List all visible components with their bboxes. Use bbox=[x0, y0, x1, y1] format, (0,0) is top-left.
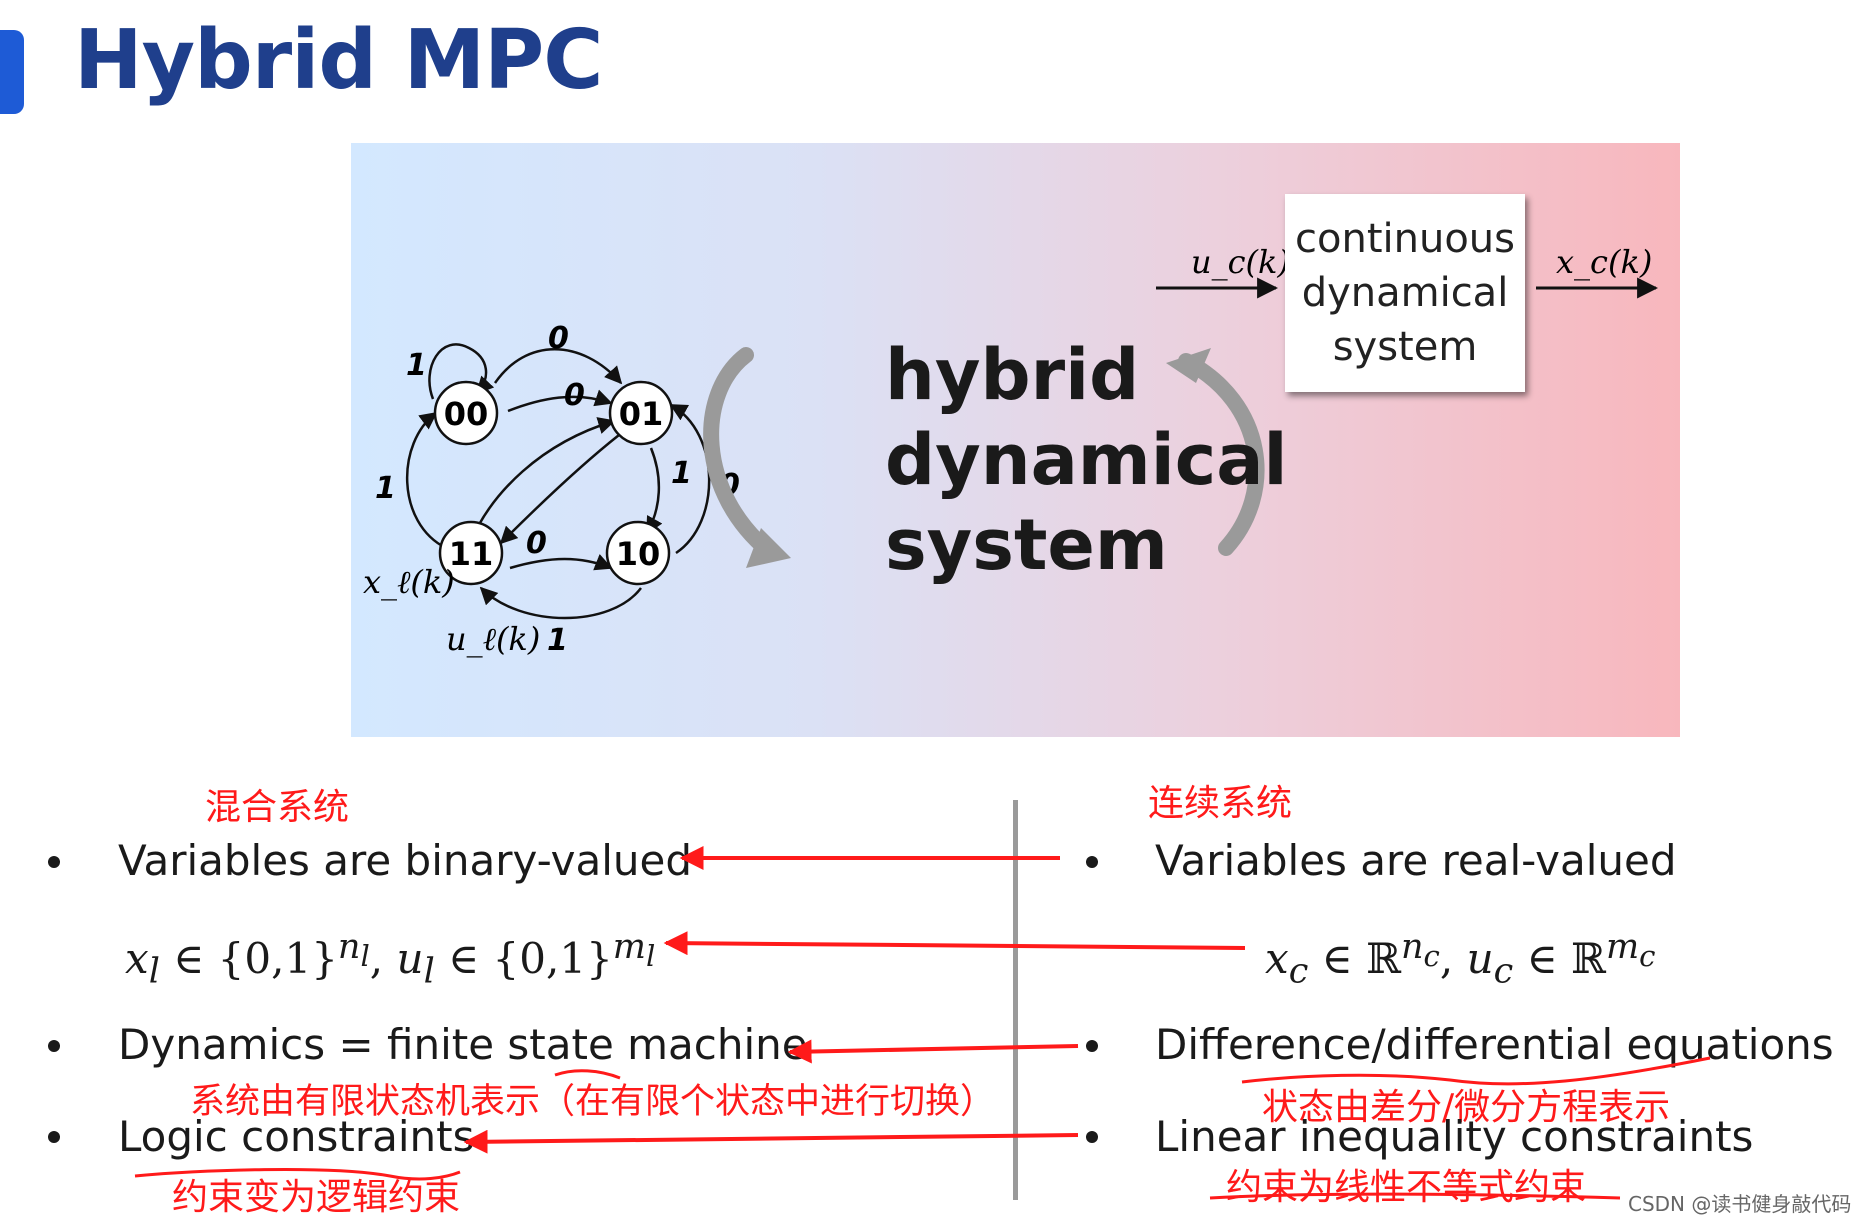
ul-input-label: u_ℓ(k) bbox=[446, 620, 540, 658]
fsm-edge-00-01-mid bbox=[507, 389, 613, 413]
left-bullet-binary-valued: Variables are binary-valued bbox=[118, 836, 693, 885]
fsm-edge-label: 0 bbox=[564, 378, 585, 413]
fsm-edge-01-11 bbox=[499, 434, 620, 545]
right-bullet-linear-inequality: Linear inequality constraints bbox=[1155, 1112, 1754, 1161]
svg-text:11: 11 bbox=[449, 535, 494, 573]
fsm-state-11: 11 bbox=[438, 520, 504, 586]
logic-constraints-annotation: 约束变为逻辑约束 bbox=[172, 1177, 461, 1218]
linear-inequality-annotation: 约束为线性不等式约束 bbox=[1226, 1167, 1587, 1208]
column-divider bbox=[1013, 800, 1018, 1200]
bullet-dot bbox=[1086, 1040, 1098, 1052]
fsm-state-01: 01 bbox=[608, 380, 674, 446]
bullet-dot bbox=[48, 1040, 60, 1052]
continuous-system-box: continuous dynamical system bbox=[1285, 194, 1525, 392]
fsm-edge-label: 0 bbox=[526, 526, 547, 561]
arrow-linear-to-logic bbox=[463, 1129, 1079, 1154]
xc-label: x_c(k) bbox=[1556, 243, 1652, 281]
fsm-edge-label: 1 bbox=[671, 456, 692, 491]
svg-text:00: 00 bbox=[444, 395, 489, 433]
continuous-system-annotation: 连续系统 bbox=[1148, 783, 1293, 824]
fsm-edge-11-00 bbox=[406, 411, 447, 550]
fsm-edge-00-01-top bbox=[493, 348, 623, 385]
bullet-dot bbox=[48, 1131, 60, 1143]
strike-linear-inequality-note bbox=[1209, 1192, 1621, 1200]
left-bullet-dynamics-fsm: Dynamics = finite state machine bbox=[118, 1020, 808, 1069]
difference-equations-annotation: 状态由差分/微分方程表示 bbox=[1262, 1087, 1671, 1128]
underline-difference-equations bbox=[1241, 1056, 1711, 1086]
bullet-dot bbox=[48, 856, 60, 868]
slide-title: Hybrid MPC bbox=[74, 13, 603, 108]
cycle-arrow-left-head bbox=[746, 528, 791, 568]
hybrid-label-line: hybrid bbox=[885, 334, 1140, 416]
arrow-difference-to-fsm bbox=[787, 1039, 1079, 1064]
csdn-watermark: CSDN @读书健身敲代码 bbox=[1628, 1192, 1851, 1216]
svg-text:01: 01 bbox=[619, 395, 664, 433]
fsm-edge-label: 1 bbox=[406, 348, 427, 383]
fsm-edge-11-10 bbox=[509, 554, 613, 571]
underline-fsm-note bbox=[554, 1069, 621, 1080]
right-bullet-difference-equations: Difference/differential equations bbox=[1155, 1020, 1834, 1069]
fsm-edge-self-00 bbox=[428, 343, 495, 400]
fsm-edge-10-11-bottom bbox=[479, 586, 642, 620]
cycle-arrow-right bbox=[1178, 353, 1265, 556]
fsm-edge-10-01-outer bbox=[669, 403, 711, 555]
svg-text:10: 10 bbox=[616, 535, 661, 573]
cycle-arrow-left bbox=[703, 347, 779, 561]
fsm-state-10: 10 bbox=[605, 520, 671, 586]
fsm-edge-label: 0 bbox=[548, 321, 569, 356]
fsm-annotation: 系统由有限状态机表示（在有限个状态中进行切换） bbox=[190, 1082, 996, 1122]
left-bullet-logic-constraints: Logic constraints bbox=[118, 1112, 475, 1161]
bullet-dot bbox=[1086, 1131, 1098, 1143]
continuous-box-line: dynamical bbox=[1301, 270, 1509, 316]
hybrid-label-line: dynamical bbox=[885, 419, 1288, 501]
left-formula-binary-sets: xl ∈ {0,1}nl, ul ∈ {0,1}ml bbox=[125, 927, 656, 992]
hybrid-label-line: system bbox=[885, 504, 1168, 586]
underline-logic-note bbox=[134, 1168, 461, 1181]
arrow-formula-right-to-left bbox=[663, 931, 1246, 956]
continuous-box-line: system bbox=[1332, 324, 1478, 370]
right-bullet-real-valued: Variables are real-valued bbox=[1155, 836, 1677, 885]
bullet-dot bbox=[1086, 856, 1098, 868]
uc-label: u_c(k) bbox=[1191, 243, 1290, 281]
right-formula-real-sets: xc ∈ ℝnc, uc ∈ ℝmc bbox=[1265, 927, 1656, 992]
hybrid-system-annotation: 混合系统 bbox=[205, 787, 350, 828]
title-logo-icon bbox=[0, 30, 24, 114]
finite-state-machine-graph: 00 01 11 10 1 0 0 1 1 0 0 1 x_ℓ(k) u_ℓ(k… bbox=[363, 243, 1659, 658]
fsm-state-00: 00 bbox=[433, 380, 499, 446]
fsm-edge-label: 1 bbox=[375, 471, 396, 506]
xl-state-label: x_ℓ(k) bbox=[363, 563, 455, 601]
fsm-edge-label: 1 bbox=[547, 623, 568, 658]
cycle-arrow-right-head bbox=[1166, 348, 1211, 383]
continuous-box-line: continuous bbox=[1295, 216, 1515, 262]
